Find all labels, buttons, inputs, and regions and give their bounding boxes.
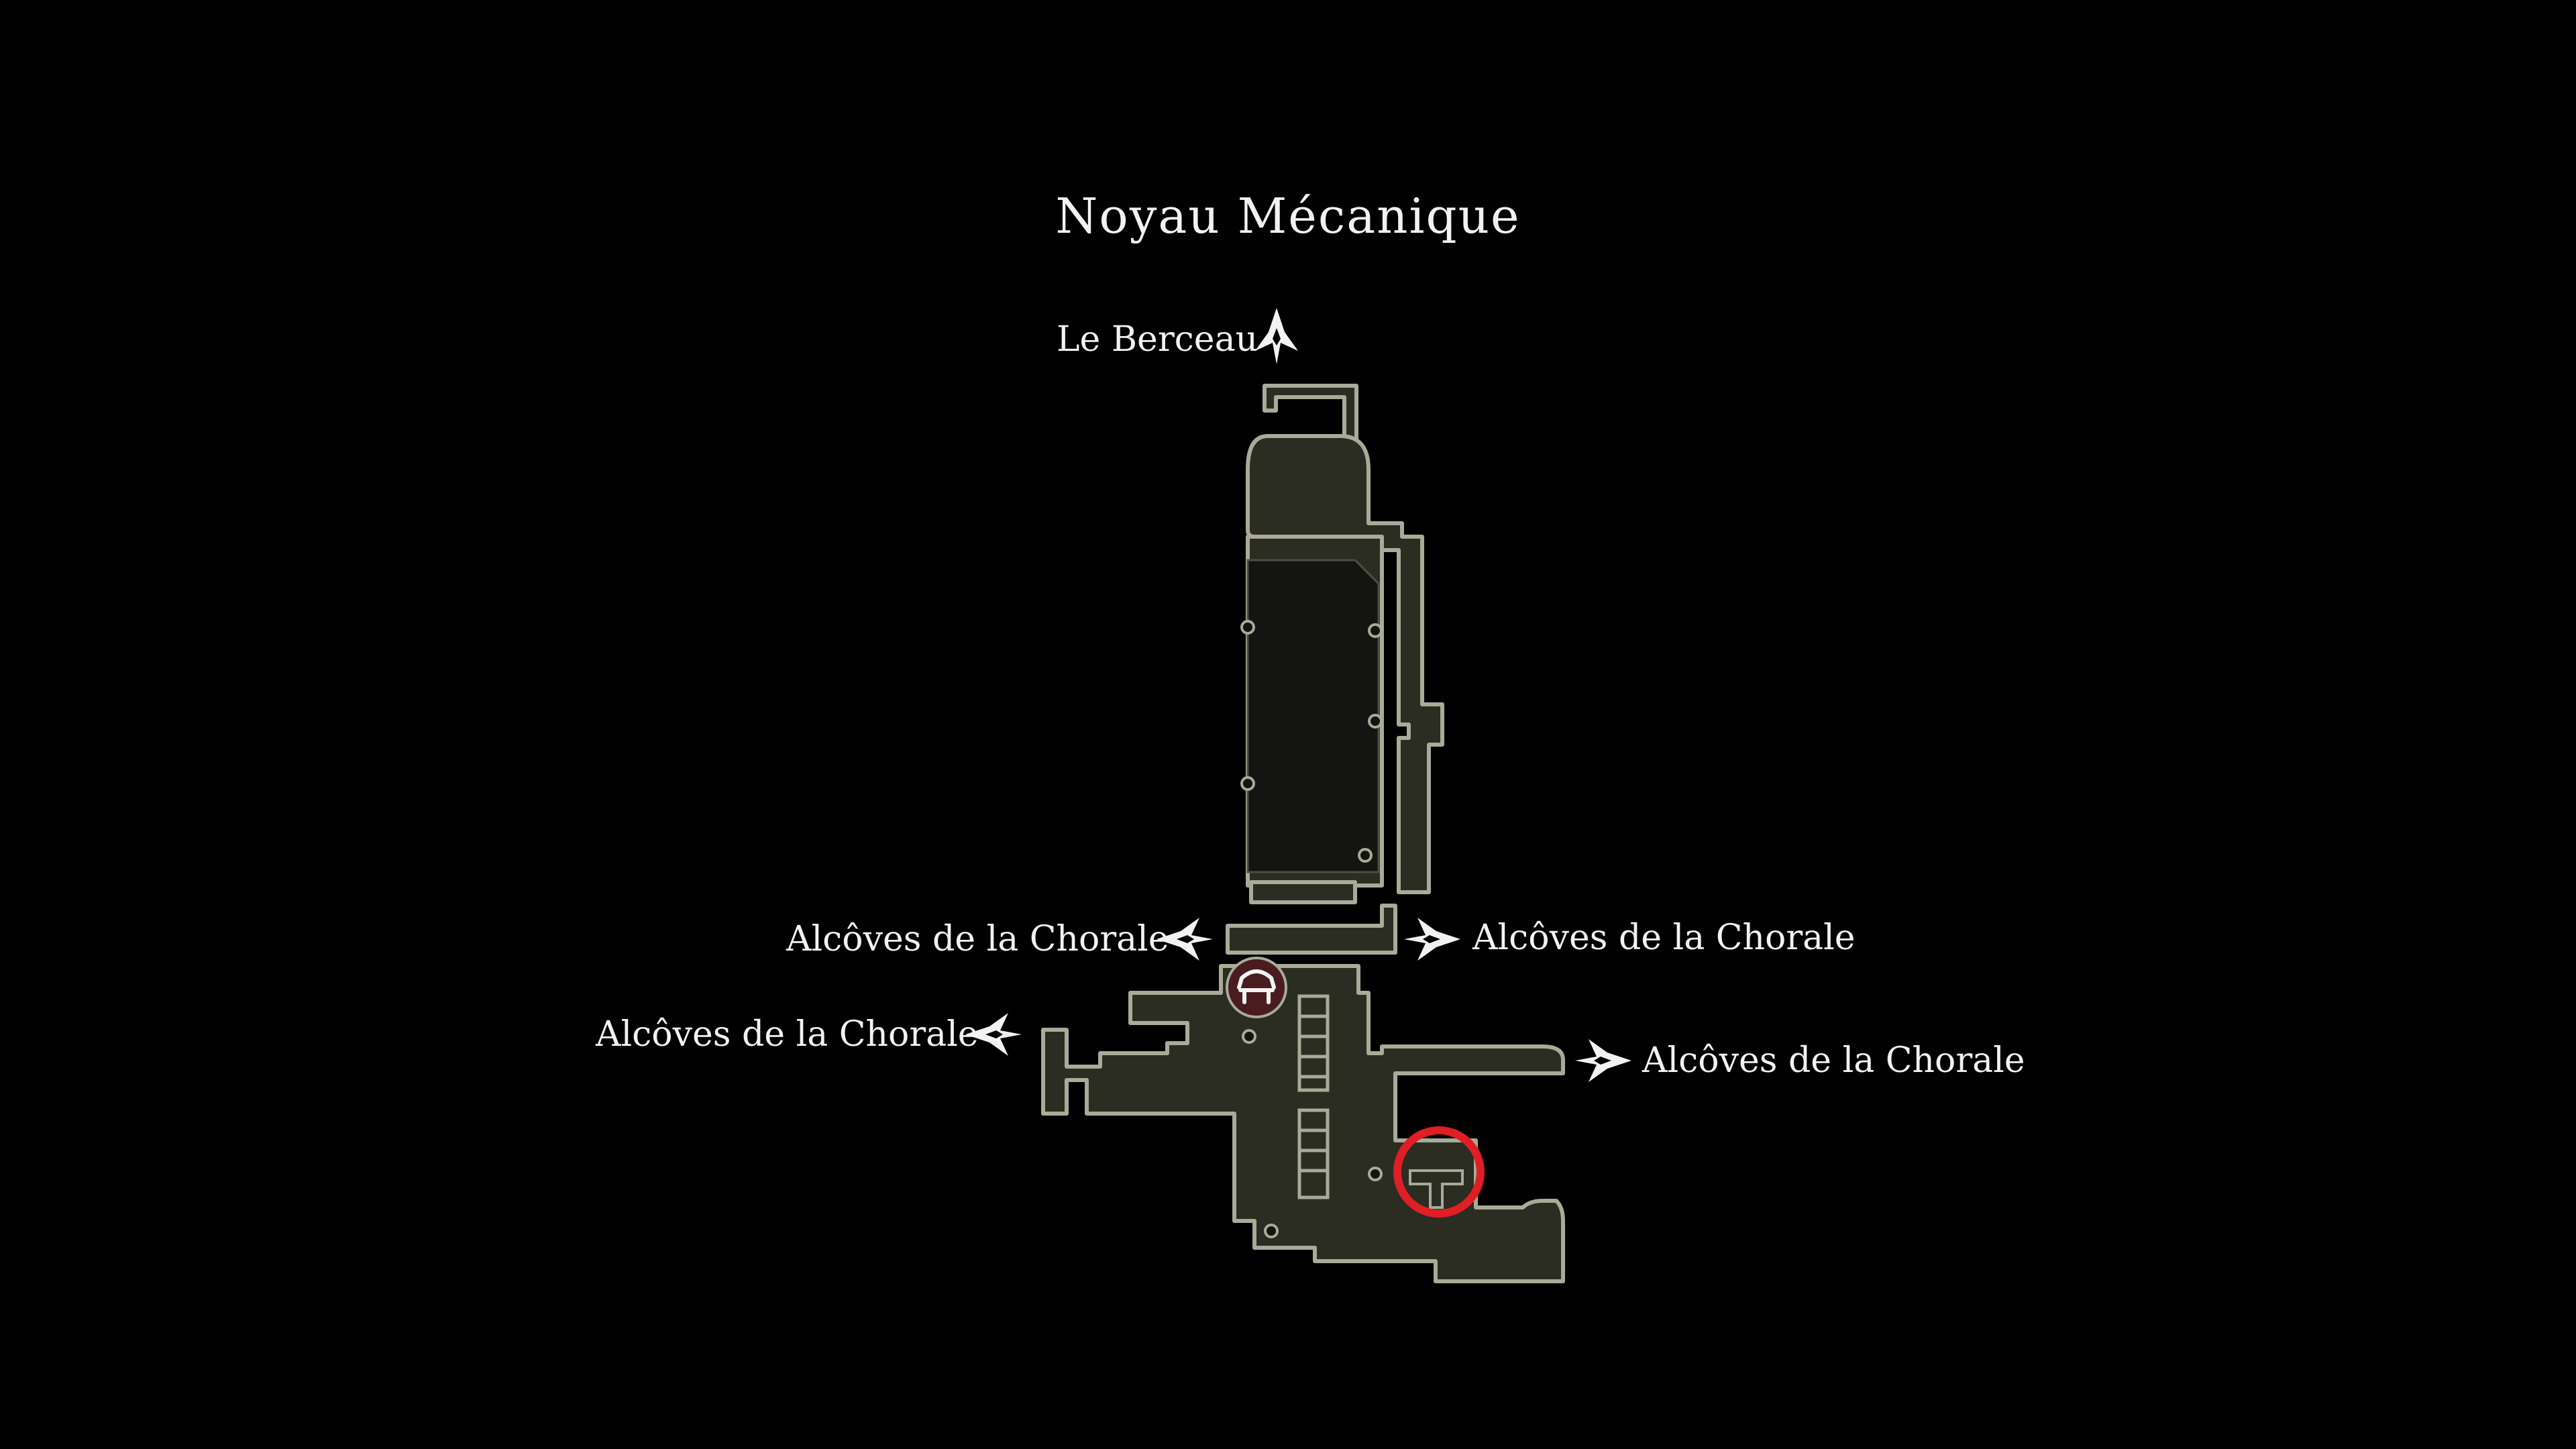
fleur-arrow-icon[interactable] <box>1570 1028 1634 1093</box>
shaft-inner <box>1246 559 1380 873</box>
ladder-upper <box>1297 994 1330 1092</box>
fleur-arrow-icon[interactable] <box>1399 907 1463 971</box>
area-title: Noyau Mécanique <box>1055 188 1521 244</box>
upper-chamber <box>1246 434 1444 894</box>
exit-label-chorale-right-upper[interactable]: Alcôves de la Chorale <box>1472 918 1856 958</box>
mid-crossbar <box>1249 880 1357 904</box>
bench-icon <box>1226 957 1287 1018</box>
ladder-lower <box>1297 1108 1330 1199</box>
exit-label-chorale-left-lower[interactable]: Alcôves de la Chorale <box>596 1014 979 1055</box>
fleur-arrow-icon[interactable] <box>963 1002 1027 1067</box>
highlight-ring <box>1393 1126 1485 1218</box>
fleur-arrow-icon[interactable] <box>1154 907 1218 971</box>
fleur-arrow-icon[interactable] <box>1244 305 1309 370</box>
cross-corridor <box>1226 904 1397 955</box>
exit-label-le-berceau[interactable]: Le Berceau <box>1057 319 1258 360</box>
lower-hall <box>1041 964 1565 1283</box>
exit-label-chorale-right-lower[interactable]: Alcôves de la Chorale <box>1642 1040 2025 1081</box>
t-item <box>1409 1169 1464 1209</box>
exit-label-chorale-left-upper[interactable]: Alcôves de la Chorale <box>786 919 1169 959</box>
